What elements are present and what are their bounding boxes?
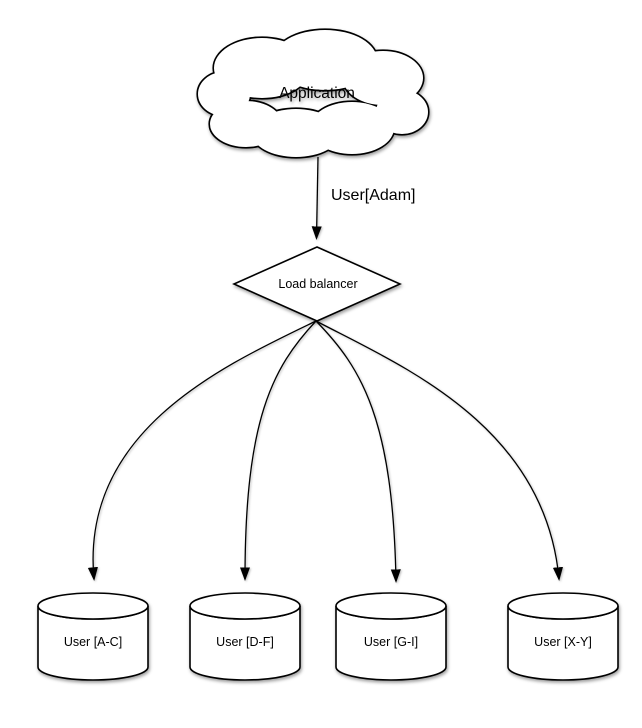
application-cloud-node: Application [196,28,430,159]
shard-db-node-gi: User [G-I] [335,592,447,681]
shard-node-label: User [D-F] [216,635,274,649]
edge-balancer-to-shard-df-arrow [239,320,317,581]
load-balancer-node-label: Load balancer [278,277,357,291]
shard-node-label: User [A-C] [64,635,122,649]
edge-application-to-balancer-arrow [311,156,322,240]
load-balancer-node: Load balancer [232,246,402,322]
edge-group [87,156,563,583]
edge-balancer-to-shard-gi-arrow [315,320,401,583]
application-node-label: Application [279,85,355,102]
edge-balancer-to-shard-xy-arrow [315,320,563,581]
cylinder-top-icon [335,592,447,620]
shard-db-node-ac: User [A-C] [37,592,149,681]
cylinder-top-icon [37,592,149,620]
diamond-icon [232,246,402,322]
cylinder-top-icon [507,592,619,620]
edge-balancer-to-shard-ac-arrow [87,320,317,581]
shard-db-node-df: User [D-F] [189,592,301,681]
request-edge-label: User[Adam] [331,187,415,204]
cloud-icon [196,28,430,159]
shard-node-label: User [X-Y] [534,635,592,649]
shard-db-node-xy: User [X-Y] [507,592,619,681]
shard-node-label: User [G-I] [364,635,418,649]
cylinder-top-icon [189,592,301,620]
